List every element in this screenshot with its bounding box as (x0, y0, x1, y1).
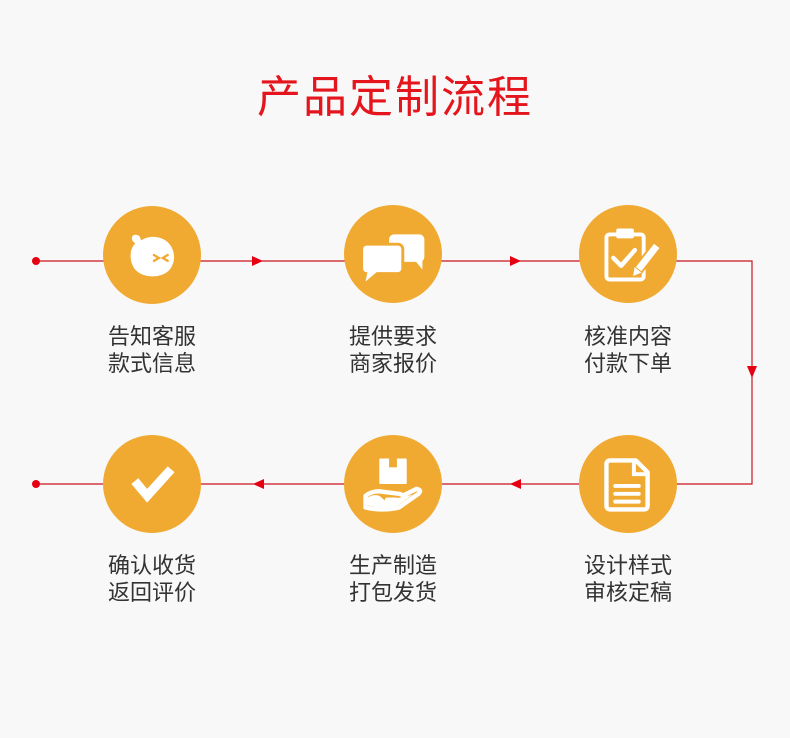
step-3-label: 核准内容 付款下单 (548, 324, 708, 378)
clipboard-check-icon (604, 228, 663, 282)
step-1-line2: 款式信息 (107, 352, 196, 377)
step-6-line1: 确认收货 (107, 554, 196, 579)
step-1-label: 告知客服 款式信息 (72, 324, 232, 378)
step-4-label: 设计样式 审核定稿 (548, 553, 708, 607)
step-1-line1: 告知客服 (107, 325, 196, 350)
chat-face-icon (130, 234, 175, 277)
arrow-right-icon (510, 256, 521, 266)
page-title: 产品定制流程 (257, 72, 533, 123)
step-2-line1: 提供要求 (348, 325, 437, 350)
document-icon (604, 458, 650, 512)
step-5-line2: 打包发货 (348, 581, 437, 606)
end-dot (32, 480, 40, 488)
step-6-line2: 返回评价 (107, 581, 196, 606)
step-1-circle (103, 206, 201, 304)
step-5-line1: 生产制造 (348, 554, 437, 579)
step-3-circle (579, 205, 677, 303)
step-2-line2: 商家报价 (348, 352, 437, 377)
step-4-circle (579, 435, 677, 533)
arrow-left-icon (510, 479, 521, 489)
arrow-right-icon (252, 256, 263, 266)
arrow-down-icon (747, 366, 757, 378)
step-4-line2: 审核定稿 (583, 581, 672, 606)
step-6-label: 确认收货 返回评价 (72, 553, 232, 607)
step-4-line1: 设计样式 (583, 554, 672, 579)
start-dot (32, 257, 40, 265)
checkmark-icon (131, 466, 175, 503)
step-3-line2: 付款下单 (583, 352, 672, 377)
step-3-line1: 核准内容 (583, 325, 672, 350)
step-2-circle (344, 205, 442, 303)
step-2-label: 提供要求 商家报价 (313, 324, 473, 378)
speech-bubbles-icon (360, 234, 425, 282)
arrow-left-icon (253, 479, 264, 489)
step-5-label: 生产制造 打包发货 (313, 553, 473, 607)
step-6-circle (103, 435, 201, 533)
box-on-hand-icon (363, 458, 423, 512)
step-5-circle (344, 435, 442, 533)
